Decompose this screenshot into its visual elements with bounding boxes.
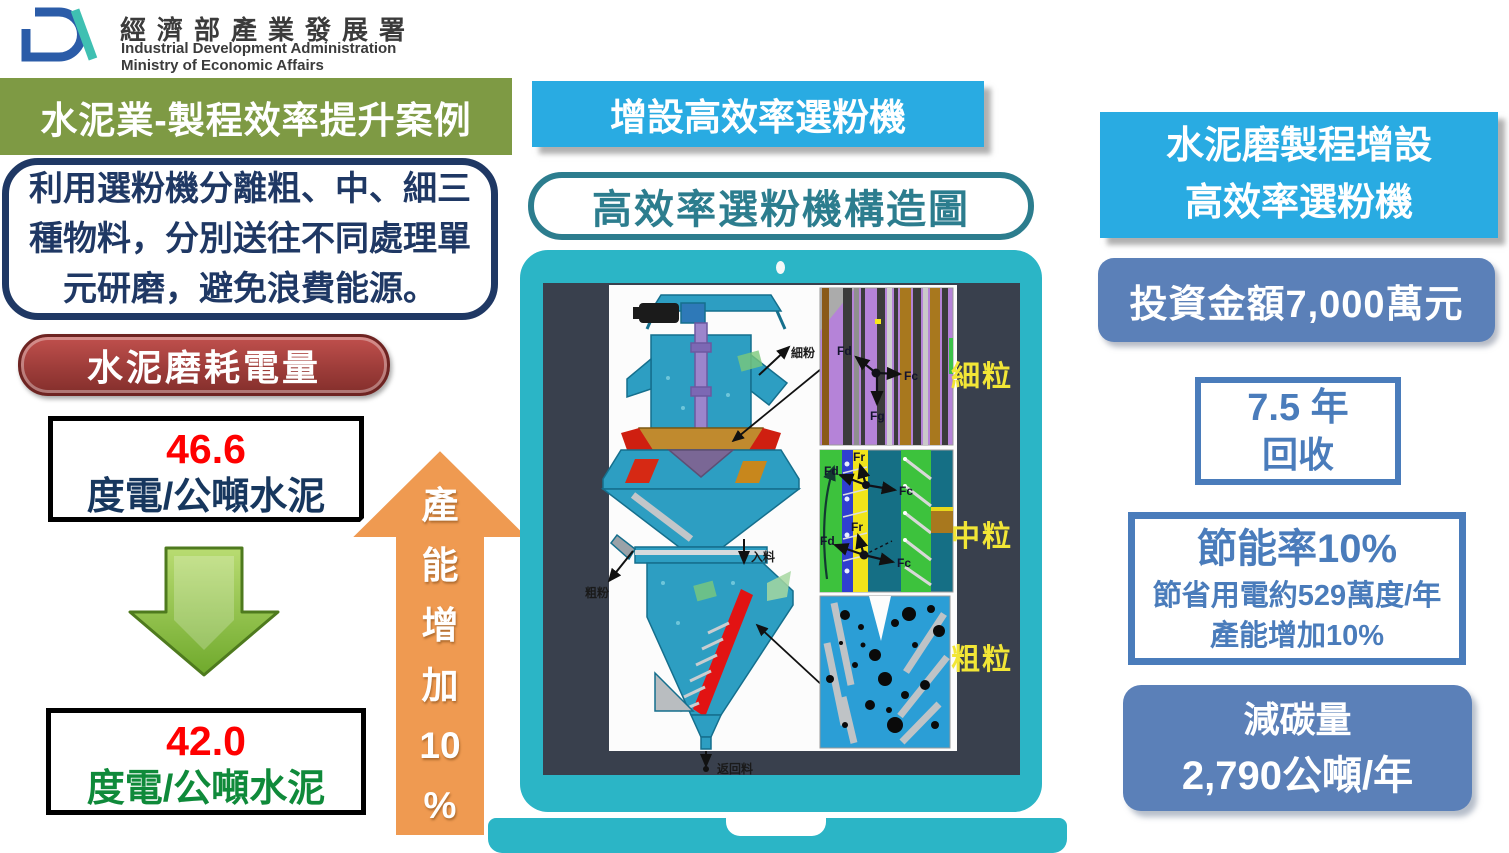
saving-electricity: 節省用電約529萬度/年 <box>1152 579 1442 612</box>
force-fc-label: Fc <box>899 484 913 498</box>
force-fc-label: Fc <box>904 369 918 383</box>
capacity-char: 加 <box>421 665 459 706</box>
coarse-particle-label: 粗粒 <box>951 643 1013 676</box>
project-title-box: 水泥磨製程增設 高效率選粉機 <box>1100 112 1498 238</box>
capacity-char: 產 <box>421 485 459 526</box>
description-line: 元研磨，避免浪費能源。 <box>63 270 437 308</box>
tablet-device: 細粉 入料 粗粉 返回料 <box>520 250 1042 812</box>
value-box-before: 46.6 度電/公噸水泥 <box>48 416 364 522</box>
fine-powder-label: 細粉 <box>791 345 815 360</box>
project-title-line: 水泥磨製程增設 <box>1165 125 1432 167</box>
description-line: 利用選粉機分離粗、中、細三 <box>29 170 471 208</box>
feed-label: 入料 <box>751 549 775 564</box>
ida-logo-icon <box>21 7 98 62</box>
agency-en-line1: Industrial Development Administration <box>121 40 397 57</box>
capacity-char: % <box>423 785 457 826</box>
motor <box>639 303 679 323</box>
medium-particle-label: 中粒 <box>951 520 1013 553</box>
force-fd-label: Fd <box>837 344 852 358</box>
capacity-char: 能 <box>421 545 459 586</box>
carbon-value: 2,790公噸/年 <box>1181 754 1414 798</box>
down-arrow-icon <box>128 546 280 677</box>
case-description-box: 利用選粉機分離粗、中、細三 種物料，分別送往不同處理單 元研磨，避免浪費能源。 <box>2 158 498 320</box>
description-line: 種物料，分別送往不同處理單 <box>29 220 471 258</box>
separator-machine <box>600 294 802 750</box>
measure-title-banner: 增設高效率選粉機 <box>532 81 984 147</box>
unit-before: 度電/公噸水泥 <box>86 476 326 518</box>
structure-diagram-pill: 高效率選粉機構造圖 <box>528 172 1034 240</box>
agency-en-line2: Ministry of Economic Affairs <box>121 57 324 74</box>
separator-structure-diagram: 細粉 入料 粗粉 返回料 <box>585 285 1013 776</box>
coarse-particle-panel <box>819 595 951 749</box>
project-title-line: 高效率選粉機 <box>1184 182 1413 224</box>
tablet-screen: 細粉 入料 粗粉 返回料 <box>543 283 1020 776</box>
fine-particle-label: 細粒 <box>951 359 1013 393</box>
agency-name-zh: 經濟部產業發展署 <box>120 15 417 45</box>
force-fr-label: Fr <box>853 450 865 464</box>
force-fg-label: Fg <box>870 409 885 423</box>
value-after: 42.0 <box>166 718 246 764</box>
device-base-notch <box>726 818 826 836</box>
capacity-char: 增 <box>421 605 459 646</box>
unit-after: 度電/公噸水泥 <box>86 768 326 810</box>
agency-name-en: Industrial Development Administration Mi… <box>121 40 396 74</box>
tablet-camera-dot <box>776 261 785 274</box>
annotation-arrows <box>607 345 825 768</box>
investment-box: 投資金額7,000萬元 <box>1098 258 1495 342</box>
carbon-reduction-box: 減碳量 2,790公噸/年 <box>1123 685 1472 811</box>
coarse-powder-label: 粗粉 <box>585 585 609 600</box>
saving-capacity: 產能增加10% <box>1209 619 1385 652</box>
payback-box: 7.5 年 回收 <box>1195 377 1401 485</box>
fine-particle-panel: Fd Fc Fg <box>819 287 954 446</box>
device-base <box>488 818 1067 853</box>
rotor-blade-band <box>693 589 753 717</box>
value-box-after: 42.0 度電/公噸水泥 <box>46 708 366 815</box>
payback-label: 回收 <box>1261 434 1334 475</box>
force-fc-label: Fc <box>897 556 911 570</box>
saving-rate: 節能率10% <box>1196 526 1398 571</box>
capacity-char: 10 <box>419 725 461 766</box>
force-fd-label: Fd <box>820 534 835 548</box>
carbon-label: 減碳量 <box>1243 699 1352 740</box>
payback-years: 7.5 年 <box>1247 387 1349 429</box>
value-before: 46.6 <box>166 426 246 472</box>
medium-particle-panel: Fd Fr Fc Fd Fr Fc <box>819 449 954 593</box>
shaft <box>694 322 708 432</box>
force-fr-label: Fr <box>851 520 863 534</box>
case-title-banner: 水泥業-製程效率提升案例 <box>0 78 512 155</box>
return-material-label: 返回料 <box>717 761 753 775</box>
power-consumption-pill: 水泥磨耗電量 <box>18 334 390 396</box>
force-fd-label: Fd <box>824 464 839 478</box>
capacity-increase-label: 產 能 增 加 10 % <box>392 476 488 836</box>
saving-box: 節能率10% 節省用電約529萬度/年 產能增加10% <box>1128 512 1466 665</box>
